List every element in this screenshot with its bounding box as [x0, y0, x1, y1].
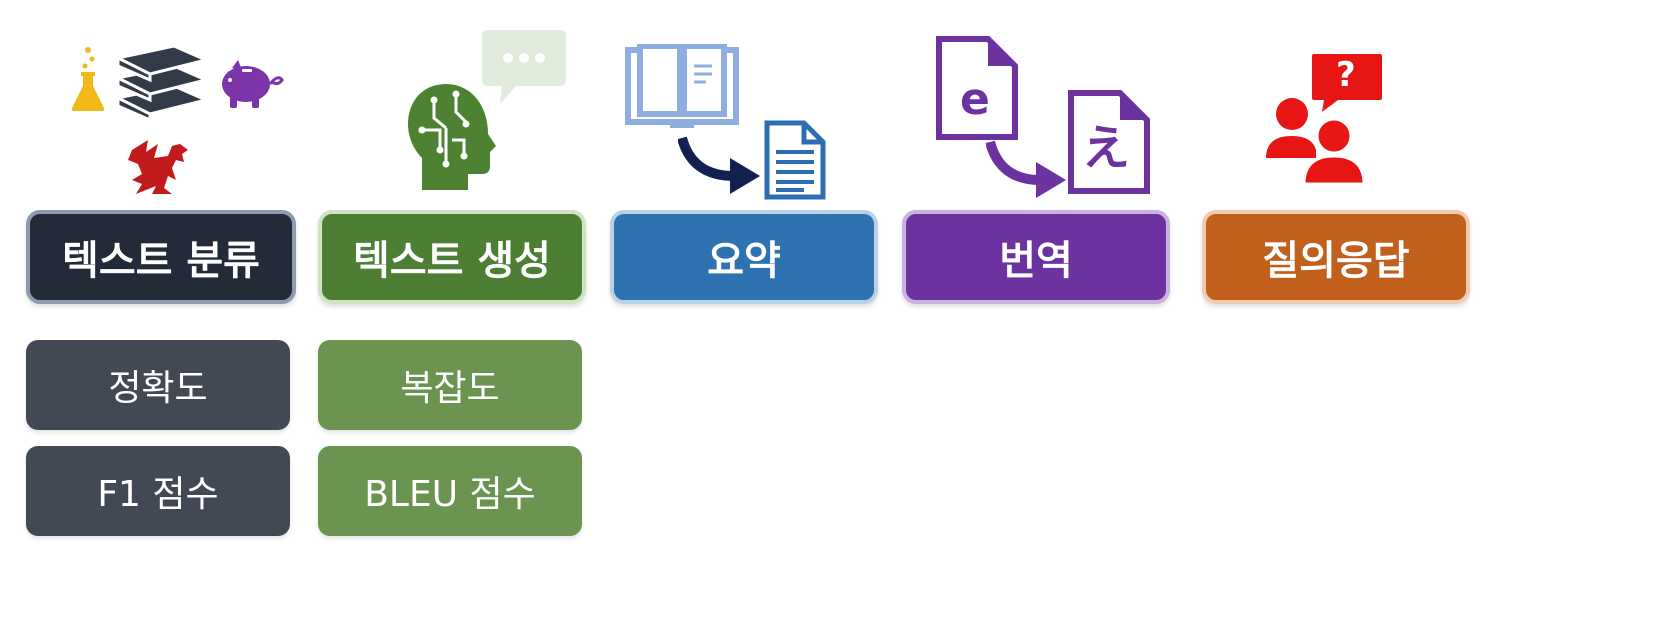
metric-f1-score: F1 점수 [26, 446, 290, 536]
task-label: 텍스트 생성 [353, 238, 551, 284]
document-icon [764, 120, 826, 200]
metric-label: F1 점수 [97, 474, 219, 515]
metric-perplexity: 복잡도 [318, 340, 582, 430]
metric-label: BLEU 점수 [364, 474, 536, 515]
task-label: 요약 [707, 238, 781, 284]
people-icon [1264, 94, 1372, 186]
translate-arrow-icon [986, 140, 1070, 200]
task-translation: 번역 [902, 210, 1170, 304]
question-bubble-icon [1310, 52, 1384, 114]
task-text-generation: 텍스트 생성 [318, 210, 586, 304]
source-glyph: e [960, 74, 990, 125]
metric-bleu-score: BLEU 점수 [318, 446, 582, 536]
task-question-answering: 질의응답 [1202, 210, 1470, 304]
source-document-icon [936, 36, 1018, 140]
open-book-icon [624, 44, 740, 130]
target-glyph: え [1082, 120, 1131, 176]
metric-label: 복잡도 [400, 368, 500, 409]
task-label: 텍스트 분류 [62, 238, 260, 284]
ai-head-icon [406, 82, 498, 192]
metric-accuracy: 정확도 [26, 340, 290, 430]
piggy-bank-icon [216, 58, 286, 112]
target-document-icon [1068, 90, 1150, 194]
question-glyph: ? [1336, 55, 1356, 95]
books-icon [114, 32, 210, 122]
metric-label: 정확도 [108, 368, 208, 409]
flask-icon [70, 44, 106, 112]
task-text-classification: 텍스트 분류 [26, 210, 296, 304]
task-label: 번역 [999, 238, 1073, 284]
task-summarization: 요약 [610, 210, 878, 304]
speech-bubble-icon [480, 28, 568, 108]
dragon-icon [124, 136, 194, 196]
task-label: 질의응답 [1262, 238, 1410, 284]
arrow-icon [678, 136, 764, 198]
